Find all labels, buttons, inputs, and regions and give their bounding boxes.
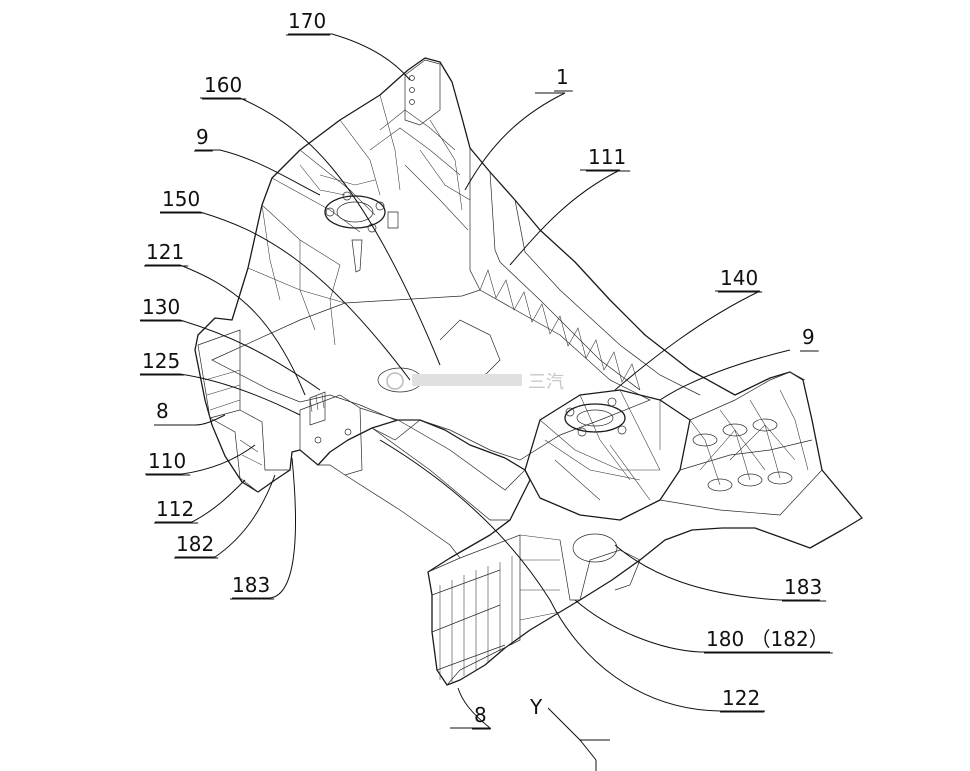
label-160: 160 xyxy=(204,73,242,97)
leader-lines xyxy=(140,33,830,729)
leader-183a xyxy=(232,457,296,599)
leader-111 xyxy=(509,169,621,266)
leader-122 xyxy=(379,439,765,712)
leader-160 xyxy=(200,97,441,366)
label-150: 150 xyxy=(162,187,200,211)
rail-ribs xyxy=(479,269,641,391)
label-122: 122 xyxy=(722,686,760,710)
leader-9b xyxy=(659,349,791,401)
leader-130 xyxy=(140,319,321,391)
label-112: 112 xyxy=(156,497,194,521)
leader-1 xyxy=(464,92,566,191)
label-1: 1 xyxy=(556,65,569,89)
leader-121 xyxy=(145,264,306,396)
label-183-left: 183 xyxy=(232,573,270,597)
axis-y-label: Y xyxy=(529,695,543,719)
watermark: 三汽 xyxy=(386,372,564,393)
leader-183b xyxy=(614,544,820,601)
label-9-front: 9 xyxy=(802,325,815,349)
axis-y-arrow xyxy=(547,707,610,771)
leader-150 xyxy=(160,211,411,381)
label-110: 110 xyxy=(148,449,186,473)
leader-110 xyxy=(145,444,256,475)
leader-112 xyxy=(155,479,246,523)
watermark-bar xyxy=(412,374,522,386)
rear-shock-tower xyxy=(194,57,863,686)
label-121: 121 xyxy=(146,240,184,264)
axis-indicator: Y xyxy=(529,695,610,771)
watermark-text: 三汽 xyxy=(528,372,564,393)
label-111: 111 xyxy=(588,145,626,169)
leader-170 xyxy=(288,33,411,81)
label-182: 182 xyxy=(176,532,214,556)
leader-8b xyxy=(450,687,492,729)
label-170: 170 xyxy=(288,9,326,33)
reference-labels: 170 160 1 9 111 150 121 130 140 125 9 8 … xyxy=(140,9,833,730)
label-140: 140 xyxy=(720,266,758,290)
leader-182 xyxy=(175,474,276,558)
label-183-right: 183 xyxy=(784,575,822,599)
right-arm xyxy=(659,371,823,516)
lower-front-box xyxy=(427,534,561,686)
front-shock-tower xyxy=(524,389,691,601)
leader-9a xyxy=(195,149,321,196)
lower-diagonal-beam xyxy=(344,419,526,559)
label-180-182: 180 （182） xyxy=(706,627,829,651)
label-9-rear: 9 xyxy=(196,125,209,149)
rear-tower-ribs xyxy=(247,94,471,346)
rear-mount-boss xyxy=(324,191,399,273)
label-130: 130 xyxy=(142,295,180,319)
label-8-rear: 8 xyxy=(156,399,169,423)
leader-8a xyxy=(155,414,226,426)
label-8-front: 8 xyxy=(474,703,487,727)
leader-180 xyxy=(574,599,830,653)
front-subframe-structure xyxy=(194,57,863,686)
leader-140 xyxy=(614,290,761,391)
left-end-box xyxy=(197,329,290,493)
leader-125 xyxy=(140,373,301,416)
watermark-logo-icon xyxy=(386,372,404,390)
label-125: 125 xyxy=(142,349,180,373)
upper-post xyxy=(369,59,461,176)
